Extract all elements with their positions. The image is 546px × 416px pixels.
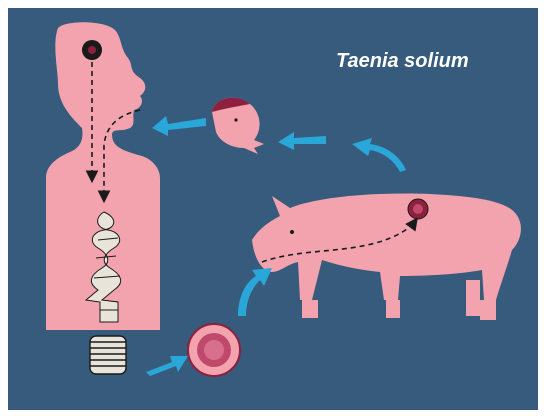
brain-cyst-icon	[82, 40, 102, 60]
pork-meat-icon	[212, 98, 264, 154]
diagram-title: Taenia solium	[336, 51, 469, 71]
egg-to-pig-arrow	[238, 268, 272, 316]
segments-to-egg-arrow	[146, 356, 188, 376]
muscle-cyst-icon	[408, 199, 428, 219]
excreted-segments-icon	[90, 336, 126, 374]
tapeworm-egg-icon	[188, 324, 240, 376]
pig-to-pork-arrow	[278, 132, 406, 172]
pig-icon	[252, 194, 521, 320]
pork-to-human-arrow	[152, 116, 206, 136]
